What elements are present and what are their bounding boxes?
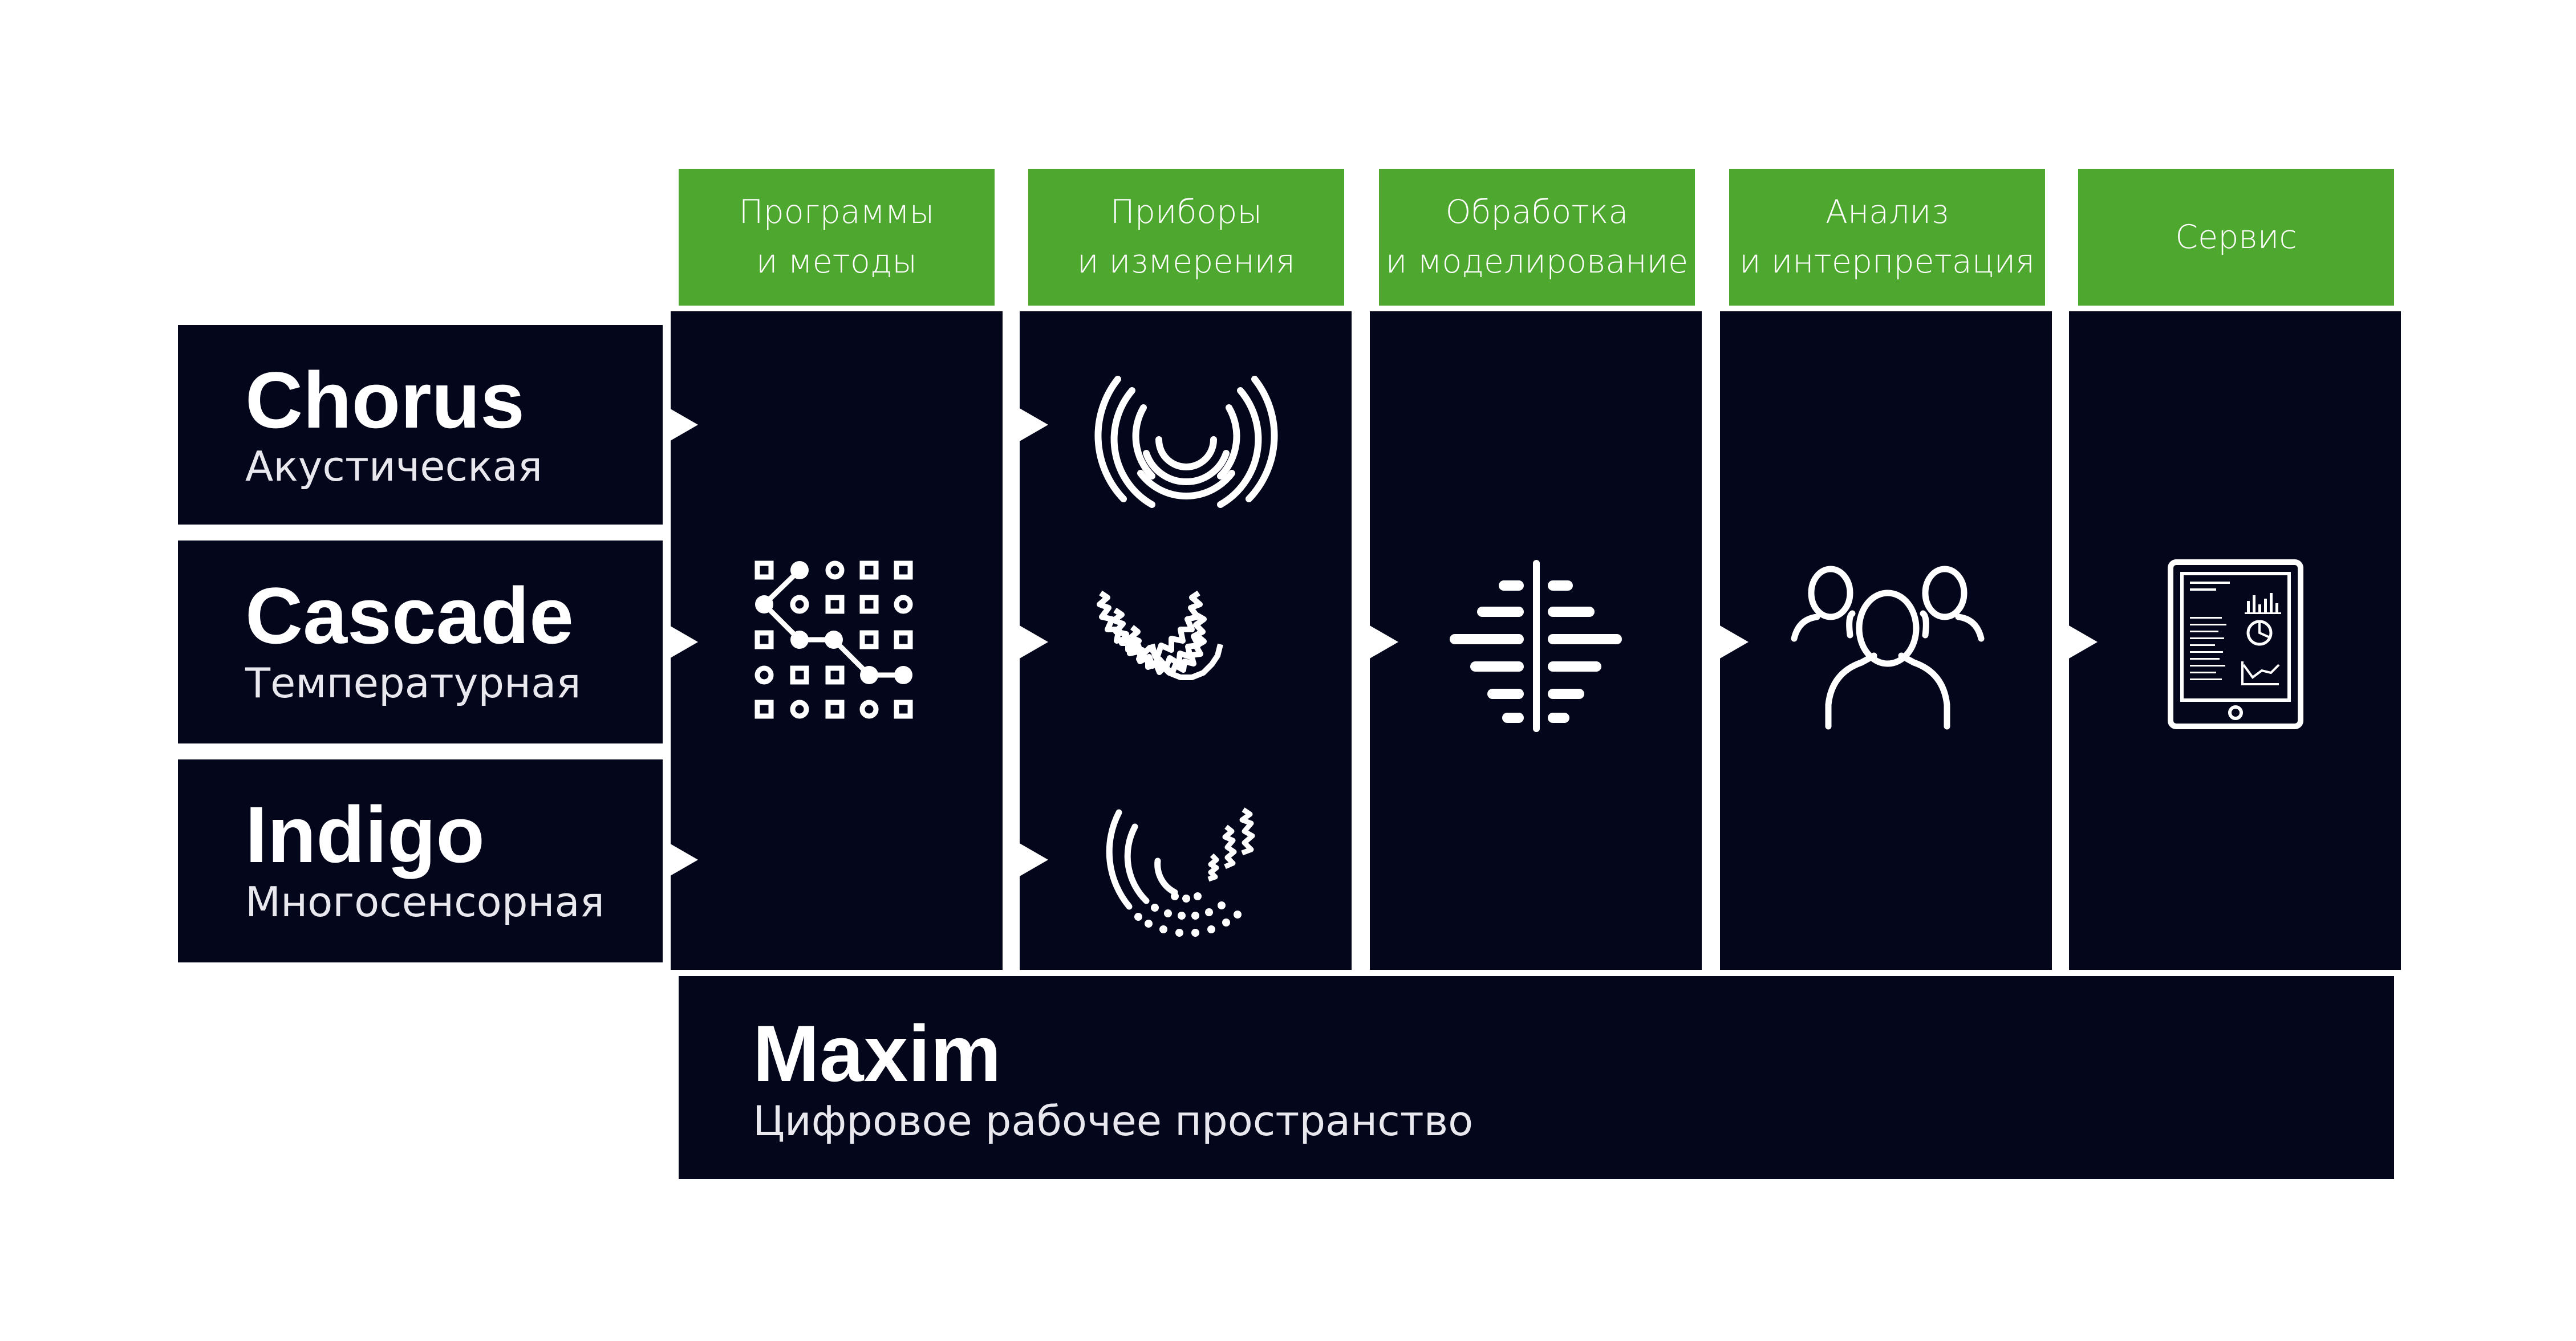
- arrow-chorus-icon: [668, 408, 698, 442]
- column-analysis: [1717, 308, 2055, 973]
- product-subtitle: Акустическая: [245, 442, 543, 490]
- header-service: Сервис: [2078, 169, 2394, 306]
- data-processing-icon: [1450, 560, 1622, 732]
- arrow-devices-1-icon: [1019, 408, 1048, 442]
- tablet-dashboard-icon: [2168, 559, 2303, 729]
- workspace-name: Maxim: [753, 1009, 1001, 1098]
- header-processing: Обработка и моделирование: [1379, 169, 1695, 306]
- product-subtitle: Многосенсорная: [245, 878, 605, 926]
- header-devices-line1: Приборы: [1110, 193, 1263, 231]
- acoustic-wave-icon: [1094, 376, 1278, 508]
- arrow-indigo-icon: [668, 843, 698, 877]
- header-devices: Приборы и измерения: [1028, 169, 1344, 306]
- arrow-processing-icon: [1369, 625, 1398, 659]
- node-grid-icon: [754, 560, 913, 719]
- workspace-subtitle: Цифровое рабочее пространство: [753, 1097, 1474, 1145]
- product-name: Cascade: [245, 571, 574, 660]
- arrow-devices-2-icon: [1019, 625, 1048, 659]
- header-programs-line1: Программы: [739, 193, 935, 231]
- arrow-cascade-icon: [668, 625, 698, 659]
- product-name: Indigo: [245, 790, 485, 879]
- header-programs-line2: и методы: [756, 243, 918, 281]
- arrow-service-icon: [2068, 625, 2098, 659]
- product-chorus: Chorus Акустическая: [178, 325, 663, 525]
- header-analysis-line2: и интерпретация: [1739, 243, 2035, 281]
- header-analysis: Анализ и интерпретация: [1729, 169, 2045, 306]
- product-name: Chorus: [245, 355, 525, 445]
- product-indigo: Indigo Многосенсорная: [178, 759, 663, 962]
- zigzag-wave-icon: [1097, 590, 1223, 680]
- arrow-devices-3-icon: [1019, 843, 1048, 877]
- header-devices-line2: и измерения: [1077, 243, 1295, 281]
- header-programs: Программы и методы: [679, 169, 995, 306]
- product-cascade: Cascade Температурная: [178, 541, 663, 743]
- people-group-icon: [1791, 566, 1985, 730]
- header-processing-line2: и моделирование: [1385, 243, 1689, 281]
- column-service: [2066, 308, 2404, 973]
- multisensor-wave-icon: [1106, 807, 1255, 937]
- header-analysis-line1: Анализ: [1825, 193, 1949, 231]
- header-processing-line1: Обработка: [1445, 193, 1629, 231]
- workspace-maxim: Maxim Цифровое рабочее пространство: [679, 976, 2394, 1179]
- product-subtitle: Температурная: [245, 659, 581, 707]
- column-devices: [1016, 308, 1355, 973]
- header-service-line1: Сервис: [2175, 218, 2297, 256]
- arrow-analysis-icon: [1719, 625, 1749, 659]
